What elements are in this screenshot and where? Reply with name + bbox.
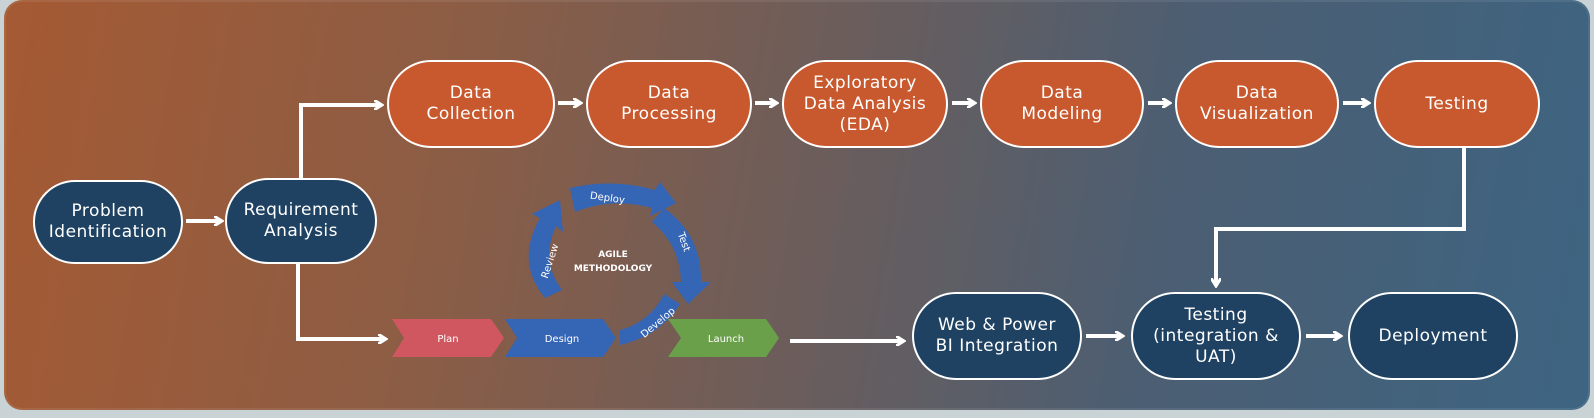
phase-plan — [392, 319, 504, 357]
node-testing: Testing — [1374, 60, 1540, 148]
node-data-modeling: Data Modeling — [980, 60, 1144, 148]
phase-launch-label: Launch — [708, 334, 744, 345]
agile-segment-review — [528, 200, 563, 298]
agile-segment-deploy — [570, 182, 676, 216]
node-eda: Exploratory Data Analysis (EDA) — [782, 60, 948, 148]
node-data-processing: Data Processing — [586, 60, 752, 148]
phase-plan-label: Plan — [437, 334, 458, 345]
phase-design-label: Design — [545, 334, 580, 345]
agile-segment-test — [652, 208, 711, 304]
agile-title-line2: METHODOLOGY — [574, 264, 653, 274]
arrow-requirement-to-plan — [296, 264, 384, 339]
node-problem-identification: Problem Identification — [33, 180, 183, 264]
node-web-power-bi: Web & Power BI Integration — [912, 292, 1082, 380]
phase-launch — [668, 319, 779, 357]
node-testing-uat: Testing (integration & UAT) — [1131, 292, 1301, 380]
arrow-requirement-to-collection — [299, 105, 380, 178]
node-data-visualization: Data Visualization — [1175, 60, 1339, 148]
agile-title-line1: AGILE — [598, 250, 628, 260]
agile-segment-develop — [620, 294, 680, 345]
node-deployment: Deployment — [1348, 292, 1518, 380]
node-data-collection: Data Collection — [387, 60, 555, 148]
agile-phases: Plan Design Launch — [392, 319, 779, 357]
node-requirement-analysis: Requirement Analysis — [225, 178, 377, 264]
agile-deploy-label: Deploy — [589, 191, 625, 207]
phase-design — [505, 319, 616, 357]
arrow-testing-to-uat — [1216, 148, 1466, 284]
